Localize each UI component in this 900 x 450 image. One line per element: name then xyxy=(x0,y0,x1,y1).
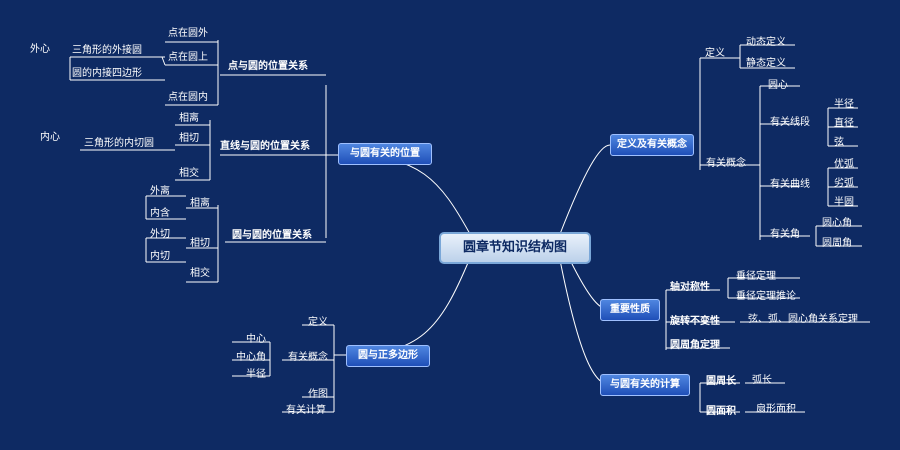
node-rp-center[interactable]: 中心 xyxy=(246,334,266,345)
node-line-intersect[interactable]: 相交 xyxy=(179,168,199,179)
node-cc-intersect[interactable]: 相交 xyxy=(190,268,210,279)
node-def-center[interactable]: 圆心 xyxy=(768,80,788,91)
node-def-major-arc[interactable]: 优弧 xyxy=(834,159,854,170)
node-def-chord[interactable]: 弦 xyxy=(834,137,844,148)
node-rp-calculation[interactable]: 有关计算 xyxy=(286,405,326,416)
node-rp-radius[interactable]: 半径 xyxy=(246,369,266,380)
node-cc-external-tangent[interactable]: 外切 xyxy=(150,229,170,240)
node-regular-polygon[interactable]: 圆与正多边形 xyxy=(346,345,430,367)
node-def-semicircle[interactable]: 半圆 xyxy=(834,197,854,208)
node-def-dynamic[interactable]: 动态定义 xyxy=(746,37,786,48)
node-line-circle[interactable]: 直线与圆的位置关系 xyxy=(220,141,310,152)
node-cc-apart[interactable]: 相离 xyxy=(190,198,210,209)
node-def-angles[interactable]: 有关角 xyxy=(770,229,800,240)
node-circumcircle[interactable]: 三角形的外接圆 xyxy=(72,45,142,56)
node-circumcenter[interactable]: 外心 xyxy=(30,44,50,55)
node-def-definition[interactable]: 定义 xyxy=(705,48,725,59)
node-def-inscribed-angle[interactable]: 圆周角 xyxy=(822,238,852,249)
node-def-central-angle[interactable]: 圆心角 xyxy=(822,218,852,229)
node-def-diameter[interactable]: 直径 xyxy=(834,118,854,129)
node-cc-internal-tangent[interactable]: 内切 xyxy=(150,251,170,262)
node-prop-perp-diameter[interactable]: 垂径定理 xyxy=(736,271,776,282)
node-calc-area[interactable]: 圆面积 xyxy=(706,406,736,417)
node-def-curves[interactable]: 有关曲线 xyxy=(770,179,810,190)
node-def-concepts[interactable]: 有关概念 xyxy=(706,158,746,169)
node-point-circle[interactable]: 点与圆的位置关系 xyxy=(228,61,308,72)
node-point-on[interactable]: 点在圆上 xyxy=(168,52,208,63)
node-prop-rotation[interactable]: 旋转不变性 xyxy=(670,316,720,327)
node-incenter[interactable]: 内心 xyxy=(40,132,60,143)
node-calculations[interactable]: 与圆有关的计算 xyxy=(600,374,690,396)
node-properties[interactable]: 重要性质 xyxy=(600,299,660,321)
node-calc-sector-area[interactable]: 扇形面积 xyxy=(756,404,796,415)
node-rp-definition[interactable]: 定义 xyxy=(308,317,328,328)
node-calc-circumference[interactable]: 圆周长 xyxy=(706,376,736,387)
node-line-tangent[interactable]: 相切 xyxy=(179,133,199,144)
node-cc-contained[interactable]: 内含 xyxy=(150,208,170,219)
node-def-radius[interactable]: 半径 xyxy=(834,99,854,110)
node-def-segments[interactable]: 有关线段 xyxy=(770,117,810,128)
node-prop-perp-corollary[interactable]: 垂径定理推论 xyxy=(736,291,796,302)
node-cc-external-apart[interactable]: 外离 xyxy=(150,186,170,197)
node-rp-concepts[interactable]: 有关概念 xyxy=(288,352,328,363)
node-def-minor-arc[interactable]: 劣弧 xyxy=(834,178,854,189)
node-definitions[interactable]: 定义及有关概念 xyxy=(610,134,694,156)
node-circle-circle[interactable]: 圆与圆的位置关系 xyxy=(232,230,312,241)
node-prop-symmetry[interactable]: 轴对称性 xyxy=(670,282,710,293)
node-incircle[interactable]: 三角形的内切圆 xyxy=(84,138,154,149)
node-calc-arc-length[interactable]: 弧长 xyxy=(752,375,772,386)
node-circle-positions[interactable]: 与圆有关的位置 xyxy=(338,143,432,165)
node-line-apart[interactable]: 相离 xyxy=(179,113,199,124)
node-prop-inscribed-angle-theorem[interactable]: 圆周角定理 xyxy=(670,340,720,351)
node-inscribed-quadrilateral[interactable]: 圆的内接四边形 xyxy=(72,68,142,79)
node-point-inside[interactable]: 点在圆内 xyxy=(168,92,208,103)
node-rp-central-angle[interactable]: 中心角 xyxy=(236,352,266,363)
root-node[interactable]: 圆章节知识结构图 xyxy=(439,232,591,264)
node-def-static[interactable]: 静态定义 xyxy=(746,58,786,69)
node-rp-construction[interactable]: 作图 xyxy=(308,389,328,400)
node-prop-arc-chord-theorem[interactable]: 弦、弧、圆心角关系定理 xyxy=(748,314,858,325)
node-cc-tangent[interactable]: 相切 xyxy=(190,238,210,249)
node-point-outside[interactable]: 点在圆外 xyxy=(168,28,208,39)
